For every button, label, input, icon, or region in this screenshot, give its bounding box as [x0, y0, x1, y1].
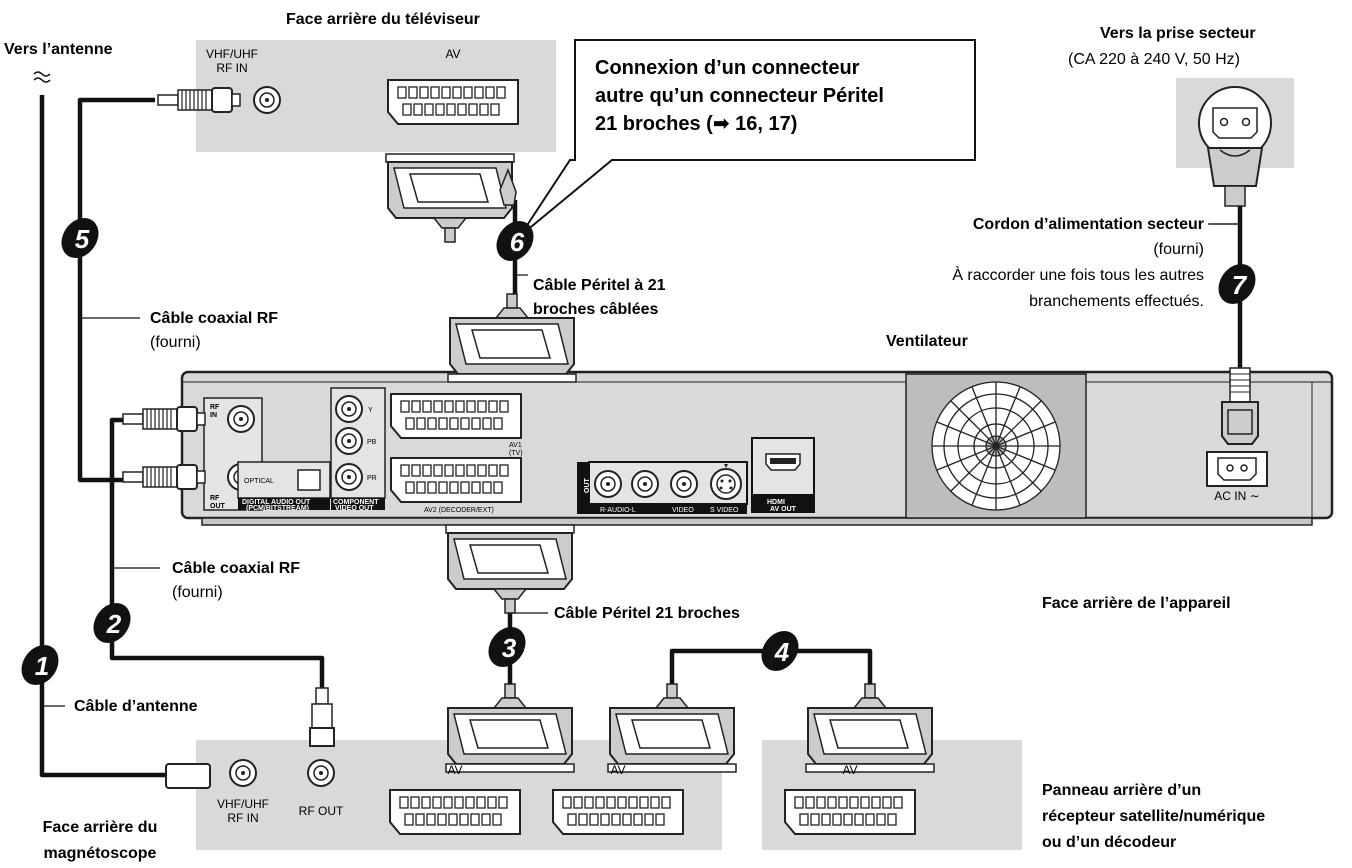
scart-label: Câble Péritel 21 broches — [554, 605, 740, 622]
unit-rf-out-2: OUT — [210, 503, 226, 510]
vcr-rf-in-1: VHF/UHF — [217, 797, 269, 811]
antenna-label: Vers l’antenne — [4, 41, 113, 58]
mains-socket — [1176, 78, 1294, 207]
callout-line-2: autre qu’un connecteur Péritel — [595, 85, 884, 107]
unit-pb: PB — [367, 439, 377, 446]
unit-rear-title: Face arrière de l’appareil — [1042, 595, 1231, 612]
badge-6: 6 — [510, 227, 525, 257]
tv-rear-title: Face arrière du téléviseur — [286, 11, 480, 28]
unit-digital-audio-2: (PCM/BITSTREAM) — [246, 505, 309, 512]
tv-rear-panel — [157, 40, 556, 152]
vcr-av2: AV — [610, 763, 625, 777]
callout-box — [519, 39, 976, 237]
power-note-1: À raccorder une fois tous les autres — [952, 265, 1204, 284]
vcr-rear-title-2: magnétoscope — [44, 845, 157, 862]
vcr-rf-out: RF OUT — [299, 804, 344, 818]
badge-3: 3 — [502, 633, 517, 663]
unit-component-2: VIDEO OUT — [335, 505, 374, 512]
ac-in-label: AC IN ∼ — [1214, 489, 1259, 503]
scart-6-label-1: Câble Péritel à 21 — [533, 277, 666, 294]
unit-video: VIDEO — [672, 507, 694, 514]
unit-r-audio-l: R-AUDIO-L — [600, 507, 636, 514]
unit-digital-audio-1: DIGITAL AUDIO OUT — [242, 499, 311, 506]
rf-coax-2-line — [109, 417, 325, 690]
badge-4: 4 — [774, 637, 790, 667]
rf-coax-5-label: Câble coaxial RF — [150, 310, 278, 327]
unit-rf-in-2: IN — [210, 412, 217, 419]
antenna-cable-line — [39, 95, 170, 778]
unit-rf-in-1: RF — [210, 404, 220, 411]
fan-label: Ventilateur — [886, 333, 968, 350]
badge-5: 5 — [75, 224, 90, 254]
badge-2: 2 — [106, 609, 122, 639]
sat-rear-title-1: Panneau arrière d’un — [1042, 782, 1201, 799]
unit-hdmi: HDMI — [767, 499, 785, 506]
unit-component-1: COMPONENT — [333, 499, 379, 506]
rf-coax-5-line — [77, 97, 155, 483]
callout-line-1: Connexion d’un connecteur — [595, 57, 860, 79]
unit-av2: AV2 (DECODER/EXT) — [424, 507, 494, 514]
callout-line-3: 21 broches (➡ 16, 17) — [595, 113, 797, 135]
ac-plug — [1221, 367, 1259, 445]
tv-rf-in-1: VHF/UHF — [206, 47, 258, 61]
unit-y: Y — [368, 407, 373, 414]
fan-grille — [931, 381, 1061, 511]
unit-rf-out-1: RF — [210, 495, 220, 502]
unit-av1-2: (TV) — [509, 450, 523, 457]
unit-optical: OPTICAL — [244, 478, 274, 485]
sat-rear-title-3: ou d’un décodeur — [1042, 834, 1176, 851]
tv-av-label: AV — [445, 47, 460, 61]
rf-coax-2-sub: (fourni) — [172, 584, 223, 601]
unit-pr: PR — [367, 475, 377, 482]
mains-title: Vers la prise secteur — [1100, 25, 1256, 42]
power-cord-sub: (fourni) — [1153, 241, 1204, 258]
rf-coax-5-sub: (fourni) — [150, 334, 201, 351]
badge-7: 7 — [1232, 270, 1248, 300]
mains-spec: (CA 220 à 240 V, 50 Hz) — [1068, 51, 1240, 68]
unit-out: OUT — [584, 478, 591, 494]
unit-s-video: S VIDEO — [710, 507, 739, 514]
sat-rear-title-2: récepteur satellite/numérique — [1042, 808, 1265, 825]
badge-1: 1 — [35, 651, 49, 681]
scart-6-label-2: broches câblées — [533, 301, 659, 318]
vcr-av1: AV — [447, 763, 462, 777]
sat-av: AV — [842, 763, 857, 777]
antenna-cable-label: Câble d’antenne — [74, 698, 198, 715]
vcr-rear-title-1: Face arrière du — [43, 819, 158, 836]
unit-av-out: AV OUT — [770, 506, 797, 513]
power-cord-label: Cordon d’alimentation secteur — [973, 216, 1204, 233]
unit-rear-panel — [180, 370, 1334, 526]
vcr-rf-plug — [309, 687, 335, 747]
unit-av1-1: AV1 — [509, 442, 522, 449]
vcr-rf-in-2: RF IN — [227, 811, 258, 825]
power-note-2: branchements effectués. — [1029, 293, 1204, 310]
tv-rf-in-2: RF IN — [216, 61, 247, 75]
antenna-symbol — [33, 71, 51, 83]
vcr-antenna-plug — [165, 763, 211, 789]
rf-coax-2-label: Câble coaxial RF — [172, 560, 300, 577]
